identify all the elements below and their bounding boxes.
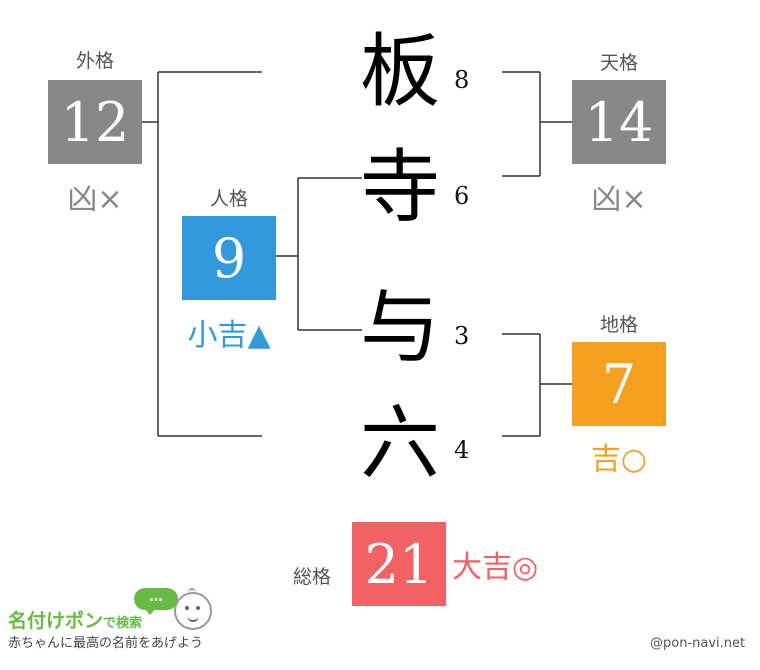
tenkaku-value: 14 (584, 90, 654, 154)
name-char-1-strokes: 8 (454, 66, 470, 94)
logo-name: 名付けポン (8, 610, 104, 632)
jinkaku-fortune: 小吉▲ (187, 318, 271, 353)
soukaku-value-box: 21 (352, 522, 446, 606)
soukaku-label: 総格 (292, 566, 331, 588)
chikaku-value-box: 7 (572, 342, 666, 426)
tenkaku-value-box: 14 (572, 80, 666, 164)
name-char-2: 寺 (360, 141, 440, 234)
jinkaku-value-box: 9 (182, 216, 276, 300)
logo-search: で検索 (103, 616, 143, 631)
name-char-4-strokes: 4 (454, 436, 470, 464)
name-char-1: 板 (360, 25, 440, 118)
logo-text: 名付けポンで検索 (8, 606, 142, 633)
chikaku-value: 7 (601, 352, 637, 416)
jinkaku-value: 9 (211, 226, 247, 290)
site-credit: @pon-navi.net (650, 636, 746, 651)
jinkaku-label: 人格 (209, 188, 248, 210)
brand-logo[interactable]: … 名付けポンで検索 赤ちゃんに最高の名前をあげよう (8, 588, 212, 658)
name-char-3-strokes: 3 (454, 322, 470, 350)
gaikaku-value-box: 12 (48, 80, 142, 164)
tenkaku-fortune: 凶× (591, 182, 647, 217)
gaikaku-label: 外格 (75, 50, 114, 72)
soukaku-value: 21 (364, 532, 434, 596)
tagline: 赤ちゃんに最高の名前をあげよう (8, 636, 204, 651)
gaikaku-bracket (142, 71, 262, 437)
name-char-2-strokes: 6 (454, 182, 470, 210)
soukaku-fortune: 大吉◎ (452, 550, 539, 585)
bubble-tail (144, 608, 156, 615)
name-char-3: 与 (360, 281, 440, 374)
speech-bubble-icon: … (134, 588, 178, 610)
chikaku-bracket (502, 333, 572, 437)
chikaku-fortune: 吉○ (590, 442, 648, 477)
name-char-4: 六 (360, 397, 440, 490)
bubble-text: … (149, 589, 163, 605)
tenkaku-label: 天格 (599, 52, 638, 74)
gaikaku-value: 12 (60, 90, 130, 154)
gaikaku-fortune: 凶× (67, 182, 123, 217)
baby-face-icon (174, 588, 212, 630)
chikaku-label: 地格 (599, 314, 638, 336)
tenkaku-bracket (502, 71, 572, 177)
jinkaku-bracket (276, 177, 362, 331)
